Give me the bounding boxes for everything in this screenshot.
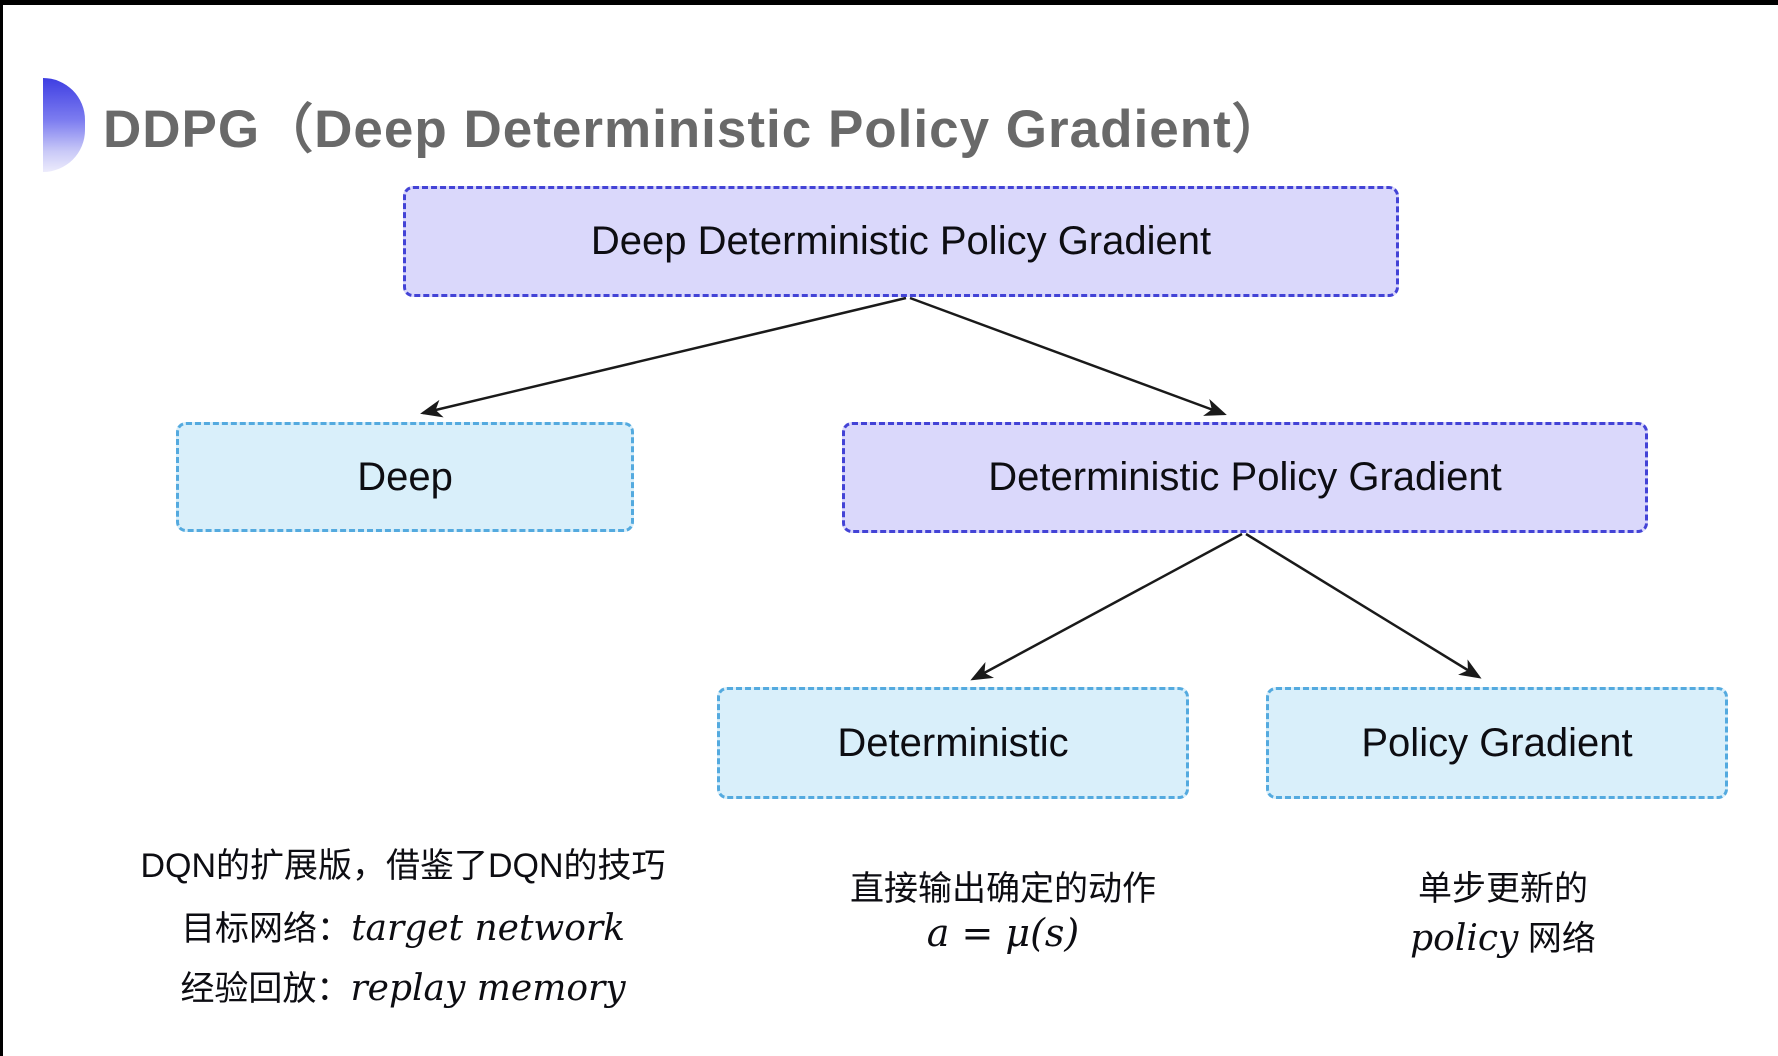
note-term: target network — [351, 908, 625, 949]
bullet-half-circle-icon — [43, 78, 85, 172]
note-term: policy — [1410, 918, 1519, 959]
arrow-root-to-dpg — [909, 296, 1227, 416]
note-deterministic-formula: a = μ(s) — [793, 911, 1213, 955]
note-deterministic-line1: 直接输出确定的动作 — [793, 861, 1213, 910]
note-text: 直接输出确定的动作 — [850, 870, 1156, 908]
node-policy-gradient: Policy Gradient — [1266, 687, 1728, 799]
note-label: 经验回放： — [180, 970, 351, 1008]
arrow-root-to-deep — [420, 296, 907, 418]
arrow-dpg-to-deterministic — [970, 532, 1243, 681]
note-text: DQN的扩展版，借鉴了DQN的技巧 — [140, 847, 666, 885]
note-policy-line1: 单步更新的 — [1333, 861, 1673, 910]
note-dqn-line2: 目标网络：target network — [113, 901, 693, 950]
node-label: Deep — [357, 454, 453, 499]
arrow-dpg-to-policy-gradient — [1245, 532, 1482, 679]
note-term: replay memory — [350, 968, 626, 1009]
page-title: DDPG（Deep Deterministic Policy Gradient） — [103, 100, 1286, 159]
node-deterministic-policy-gradient: Deterministic Policy Gradient — [842, 422, 1648, 533]
node-deep-deterministic-policy-gradient: Deep Deterministic Policy Gradient — [403, 186, 1399, 297]
node-label: Deterministic Policy Gradient — [988, 455, 1502, 499]
note-policy-line2: policy 网络 — [1333, 911, 1673, 960]
node-label: Deterministic — [837, 720, 1069, 765]
formula-text: a = μ(s) — [926, 911, 1080, 955]
note-dqn-line3: 经验回放：replay memory — [113, 961, 693, 1010]
node-deep: Deep — [176, 422, 634, 532]
note-text: 单步更新的 — [1418, 870, 1588, 908]
note-text: 网络 — [1518, 920, 1596, 958]
node-label: Policy Gradient — [1361, 720, 1633, 765]
note-label: 目标网络： — [181, 910, 352, 948]
note-dqn-line1: DQN的扩展版，借鉴了DQN的技巧 — [113, 838, 693, 887]
title-row: DDPG（Deep Deterministic Policy Gradient） — [43, 73, 1286, 177]
node-deterministic: Deterministic — [717, 687, 1189, 799]
node-label: Deep Deterministic Policy Gradient — [590, 219, 1212, 263]
